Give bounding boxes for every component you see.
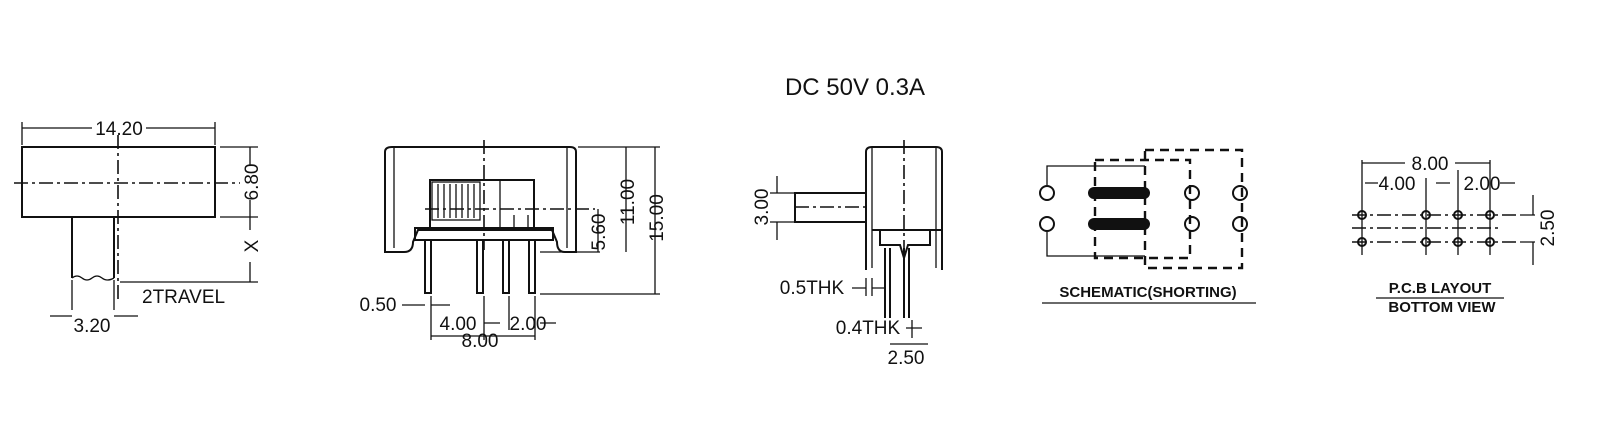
pitch-2-dim: 2.00 (510, 314, 547, 335)
pcb-layout: 8.00 4.00 2.00 2.50 P.C.B LAYOUT BOTTOM … (1352, 154, 1559, 316)
rating-title: DC 50V 0.3A (785, 74, 925, 101)
pcb-row-pitch-dim: 2.50 (1538, 210, 1559, 247)
stem-width-dim: 3.20 (74, 316, 111, 337)
side-view: 5.60 11.00 15.00 0.50 4.00 2.00 8.00 (360, 140, 668, 352)
x-dim: X (242, 239, 263, 252)
h-15-00-dim: 15.00 (647, 194, 668, 242)
contact-bar (1088, 187, 1150, 199)
span-8-dim: 8.00 (462, 331, 499, 352)
travel-label: 2TRAVEL (142, 287, 225, 308)
shaft-dim: 3.00 (752, 189, 773, 226)
pitch-2-50-dim: 2.50 (888, 348, 925, 369)
pcb-pitch-2-dim: 2.00 (1464, 174, 1501, 195)
pcb-pitch-4-dim: 4.00 (1379, 174, 1416, 195)
pcb-label: P.C.B LAYOUT (1389, 280, 1492, 297)
end-view: 3.00 0.5THK 0.4THK 2.50 (752, 140, 943, 369)
bottom-view-label: BOTTOM VIEW (1388, 299, 1496, 316)
pitch-4-dim: 4.00 (440, 314, 477, 335)
width-dim: 14.20 (95, 119, 143, 140)
pin-thk-dim: 0.50 (360, 295, 397, 316)
h-11-00-dim: 11.00 (618, 179, 639, 225)
pcb-span-dim: 8.00 (1412, 154, 1449, 175)
schematic-label: SCHEMATIC(SHORTING) (1059, 284, 1236, 301)
height-dim: 6.80 (242, 164, 263, 201)
schematic: SCHEMATIC(SHORTING) (1039, 148, 1256, 304)
contact-bar (1088, 218, 1150, 230)
frame-thk-dim: 0.5THK (780, 278, 845, 299)
pin-thk-end-dim: 0.4THK (836, 318, 901, 339)
h-5-60-dim: 5.60 (589, 214, 610, 251)
front-view: 14.20 6.80 X 2TRAVEL 3.20 (14, 119, 263, 337)
